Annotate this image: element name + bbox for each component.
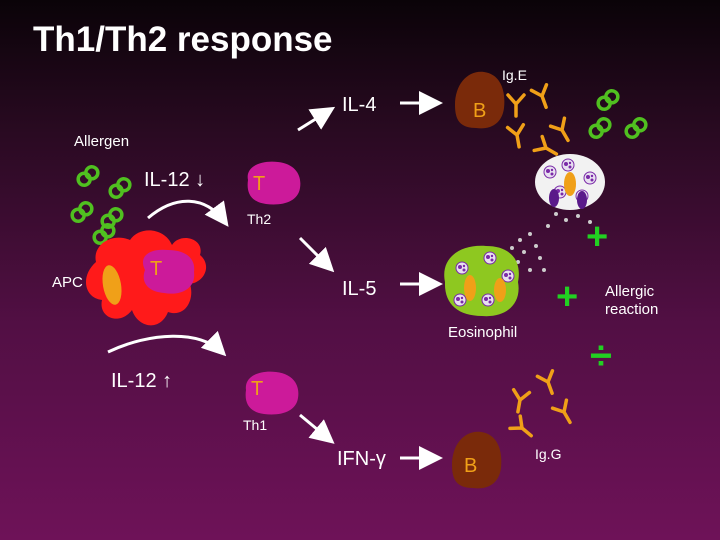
t-cell-apc-shape	[142, 249, 195, 294]
th2-label: Th2	[247, 211, 272, 227]
igg-label: Ig.G	[535, 446, 562, 462]
t-cell-th1-letter: T	[251, 378, 264, 400]
allergen-cluster-right	[585, 86, 651, 142]
ige-label: Ig.E	[502, 67, 527, 83]
allergic-reaction-label: Allergic reaction	[605, 283, 659, 318]
il12-up-label: IL-12 ↑	[111, 370, 173, 392]
b-cell-top-letter: B	[473, 100, 487, 122]
th1-t-cell-shape	[245, 371, 299, 415]
b-cell-top-shape	[455, 71, 505, 129]
il5-label: IL-5	[342, 278, 377, 300]
il12-down-label: IL-12 ↓	[144, 169, 206, 191]
arrow-apc-to-th1	[107, 330, 227, 357]
apc-nucleus-shape	[102, 265, 122, 305]
th1-label: Th1	[243, 417, 268, 433]
t-cell-apc-letter: T	[150, 258, 163, 280]
eosinophil-cell	[444, 245, 519, 317]
arrow-to-il4	[297, 106, 336, 132]
mast-cell	[535, 154, 605, 210]
t-cell-th2-letter: T	[253, 173, 266, 195]
il4-label: IL-4	[342, 94, 377, 116]
plus-sign-top: +	[586, 216, 609, 258]
b-cell-bottom-shape	[452, 431, 502, 489]
arrow-to-ifn	[299, 413, 335, 444]
eosinophil-label: Eosinophil	[448, 324, 518, 341]
slide-title: Th1/Th2 response	[33, 20, 333, 59]
ifn-gamma-label: IFN-γ	[337, 448, 386, 470]
allergen-label: Allergen	[74, 133, 130, 150]
plus-sign-eosinophil: +	[556, 276, 579, 318]
allergen-cluster	[67, 162, 135, 248]
arrow-apc-to-th2	[147, 199, 229, 227]
released-granules	[506, 212, 592, 272]
apc-label: APC	[52, 274, 83, 291]
ige-antibodies	[505, 83, 577, 163]
arrow-to-il5	[298, 236, 335, 273]
divide-sign: ÷	[590, 334, 612, 378]
igg-antibodies	[508, 369, 579, 444]
th2-t-cell-shape	[247, 161, 301, 205]
b-cell-bottom-letter: B	[464, 455, 478, 477]
